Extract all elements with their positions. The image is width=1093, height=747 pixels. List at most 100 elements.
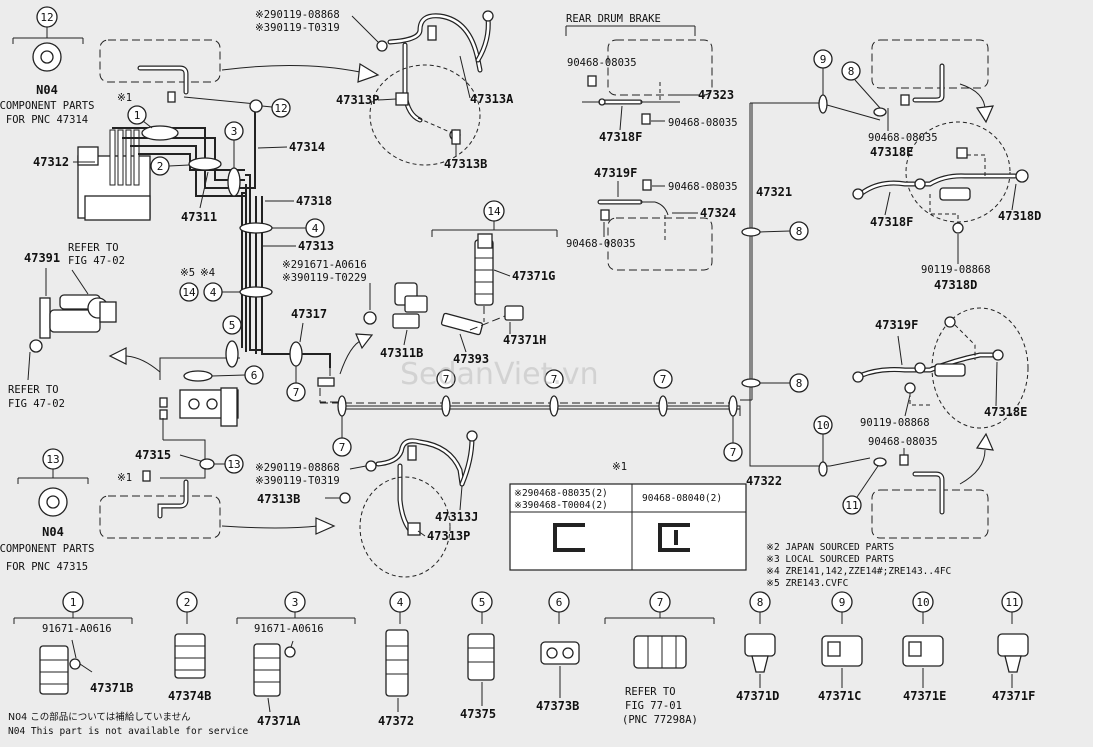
part-47311b-label: 47311B — [380, 346, 423, 360]
svg-text:14: 14 — [487, 205, 501, 218]
svg-text:6: 6 — [556, 596, 563, 609]
part-47315-label: 47315 — [135, 448, 171, 462]
part-47313p-label: 47313P — [336, 93, 379, 107]
note-91671-1: ※291671-A0616 — [282, 259, 367, 271]
svg-text:10: 10 — [816, 419, 829, 432]
detail-box-right-top — [871, 39, 989, 89]
bottom-c4-part: 47372 — [378, 714, 414, 728]
part-47371h-label: 47371H — [503, 333, 546, 347]
bottom-c1-bolt: 91671-A0616 — [42, 623, 112, 635]
part-47322-label: 47322 — [746, 474, 782, 488]
svg-text:2: 2 — [157, 160, 164, 173]
footnotes: ※2 JAPAN SOURCED PARTS ※3 LOCAL SOURCED … — [766, 542, 951, 589]
part-47317-label: 47317 — [291, 307, 327, 321]
note-mid-1: ※290119-08868 — [255, 462, 340, 474]
svg-text:5: 5 — [229, 319, 236, 332]
footnote-3: ※4 ZRE141,142,ZZE14#;ZRE143..4FC — [766, 566, 951, 577]
bottom-c7-pnc: (PNC 77298A) — [622, 714, 698, 726]
callout-12-label: 12 — [40, 11, 53, 24]
note-91671-2: ※390119-T0229 — [282, 272, 367, 284]
master-cylinder-47391: 47391 REFER TO FIG 47-02 REFER TO FIG 47… — [8, 242, 125, 410]
svg-text:※1: ※1 — [117, 472, 132, 484]
svg-text:1: 1 — [134, 109, 141, 122]
rear-pipe-47319f: 47319F 90468-08035 47324 90468-08035 — [566, 166, 738, 271]
part-47314-label: 47314 — [289, 140, 325, 154]
fig-4702-label-2: FIG 47-02 — [8, 398, 65, 410]
rear-detail-bottom: 47319F 90119-08868 47318E — [852, 307, 1029, 429]
svg-text:90468-08035: 90468-08035 — [668, 181, 738, 193]
svg-text:7: 7 — [339, 441, 346, 454]
svg-text:3: 3 — [292, 596, 299, 609]
for-pnc-47315-label: FOR PNC 47315 — [6, 561, 88, 573]
n04-note-jp: N04 この部品については補給していません — [8, 711, 191, 723]
svg-text:8: 8 — [796, 377, 803, 390]
svg-text:90468-08035: 90468-08035 — [566, 238, 636, 250]
bottom-c10-part: 47371E — [903, 689, 946, 703]
bottom-c8-part: 47371D — [736, 689, 779, 703]
detail-box-bottom-left — [99, 495, 221, 539]
mark-x1-label: ※1 — [117, 92, 132, 104]
svg-text:1: 1 — [70, 596, 77, 609]
footnote-1: ※2 JAPAN SOURCED PARTS — [766, 542, 894, 553]
arrow-icon — [975, 105, 994, 124]
svg-text:8: 8 — [848, 65, 855, 78]
x1-table: ※1 ※290468-08035(2) ※390468-T0004(2) 904… — [509, 461, 747, 571]
part-47318e-label-1: 47318E — [870, 145, 913, 159]
rear-detail-top: 47318F 47318D 90119-08868 47318D — [852, 121, 1041, 292]
svg-text:11: 11 — [1005, 596, 1018, 609]
part-47318d-label-1: 47318D — [998, 209, 1041, 223]
clamp-47311b: ※291671-A0616 ※390119-T0229 47311B — [282, 259, 428, 360]
svg-text:13: 13 — [227, 458, 240, 471]
bottom-c5-part: 47375 — [460, 707, 496, 721]
svg-text:N04: N04 — [42, 525, 64, 539]
part-47393-label: 47393 — [453, 352, 489, 366]
svg-text:8: 8 — [796, 225, 803, 238]
part-47313j-label: 47313J — [435, 510, 478, 524]
svg-text:9: 9 — [839, 596, 846, 609]
bottom-c9-part: 47371C — [818, 689, 861, 703]
svg-text:13: 13 — [46, 453, 59, 466]
detail-box-rear-drum-top — [607, 39, 713, 96]
right-callouts: 9 8 10 11 — [813, 49, 887, 515]
bottom-c7-refer: REFER TO — [625, 686, 676, 698]
bottom-c2-part: 47374B — [168, 689, 211, 703]
svg-text:7: 7 — [730, 446, 737, 459]
svg-text:5: 5 — [479, 596, 486, 609]
note-top-2: ※390119-T0319 — [255, 22, 340, 34]
svg-text:90468-08035: 90468-08035 — [668, 117, 738, 129]
callout-13-group: 13 N04 COMPONENT PARTS FOR PNC 47315 — [0, 448, 94, 573]
callout-12-group: 12 N04 COMPONENT PARTS FOR PNC 47314 — [0, 6, 94, 126]
bottom-c6-part: 47373B — [536, 699, 579, 713]
svg-text:7: 7 — [660, 373, 667, 386]
part-47313b-label: 47313B — [444, 157, 487, 171]
detail-box-rear-drum-bottom — [607, 217, 713, 271]
arrow-icon — [975, 432, 994, 451]
part-90119-label-1: 90119-08868 — [921, 264, 991, 276]
part-47318e-label-2: 47318E — [984, 405, 1027, 419]
svg-text:8: 8 — [757, 596, 764, 609]
part-90119-label-2: 90119-08868 — [860, 417, 930, 429]
detail-box-top-left — [99, 39, 221, 83]
part-47313-label: 47313 — [298, 239, 334, 253]
detail-box-right-bottom — [871, 489, 989, 539]
part-47324-label: 47324 — [700, 206, 736, 220]
part-47319f-label-2: 47319F — [875, 318, 918, 332]
part-90468-label-1: 90468-08035 — [567, 57, 637, 69]
svg-text:11: 11 — [845, 499, 858, 512]
n04-label: N04 — [36, 83, 58, 97]
svg-text:3: 3 — [231, 125, 238, 138]
part-47318f-label-1: 47318F — [599, 130, 642, 144]
rear-drum-brake-label: REAR DRUM BRAKE — [566, 13, 661, 25]
arrow-icon — [315, 517, 336, 535]
part-47318f-label-2: 47318F — [870, 215, 913, 229]
svg-text:4: 4 — [397, 596, 404, 609]
part-47312-label: 47312 — [33, 155, 69, 169]
note-mid-2: ※390119-T0319 — [255, 475, 340, 487]
svg-text:90468-08035: 90468-08035 — [868, 132, 938, 144]
rear-pipe-47318f: 90468-08035 47323 47318F 90468-08035 — [567, 57, 738, 144]
bottom-c3-part: 47371A — [257, 714, 301, 728]
svg-text:47313P: 47313P — [427, 529, 470, 543]
svg-text:9: 9 — [820, 53, 827, 66]
svg-text:※4: ※4 — [200, 267, 215, 279]
